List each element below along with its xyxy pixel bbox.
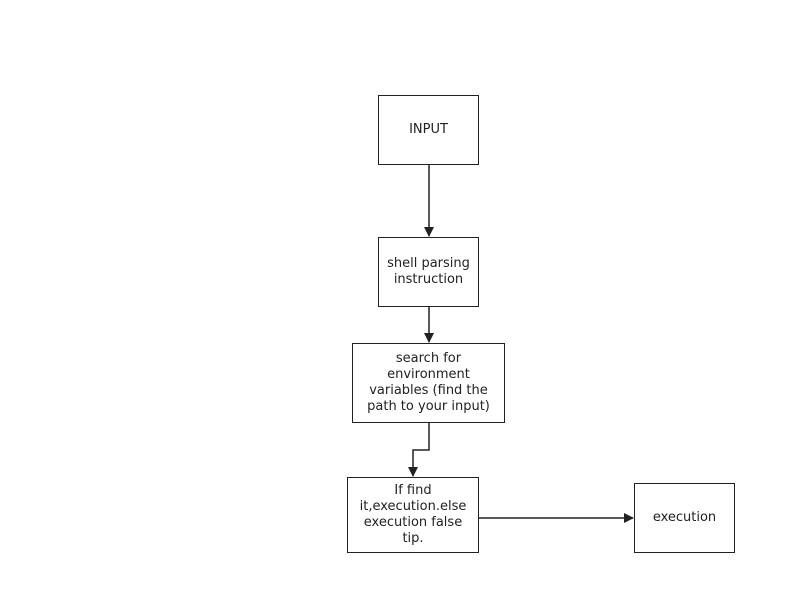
edge-search-to-find [408, 423, 430, 477]
node-search-env-vars-label: search for environment variables (find t… [367, 351, 490, 414]
node-execution-label: execution [652, 510, 717, 525]
node-search-env-vars: search for environment variables (find t… [352, 343, 505, 423]
node-if-find-label: If find it,execution.else execution fals… [359, 483, 467, 546]
node-input-label: INPUT [409, 122, 448, 137]
node-input: INPUT [378, 95, 479, 165]
node-shell-parsing: shell parsing instruction [378, 237, 479, 307]
node-shell-parsing-label: shell parsing instruction [387, 256, 470, 287]
node-execution: execution [634, 483, 735, 553]
node-if-find: If find it,execution.else execution fals… [347, 477, 479, 553]
